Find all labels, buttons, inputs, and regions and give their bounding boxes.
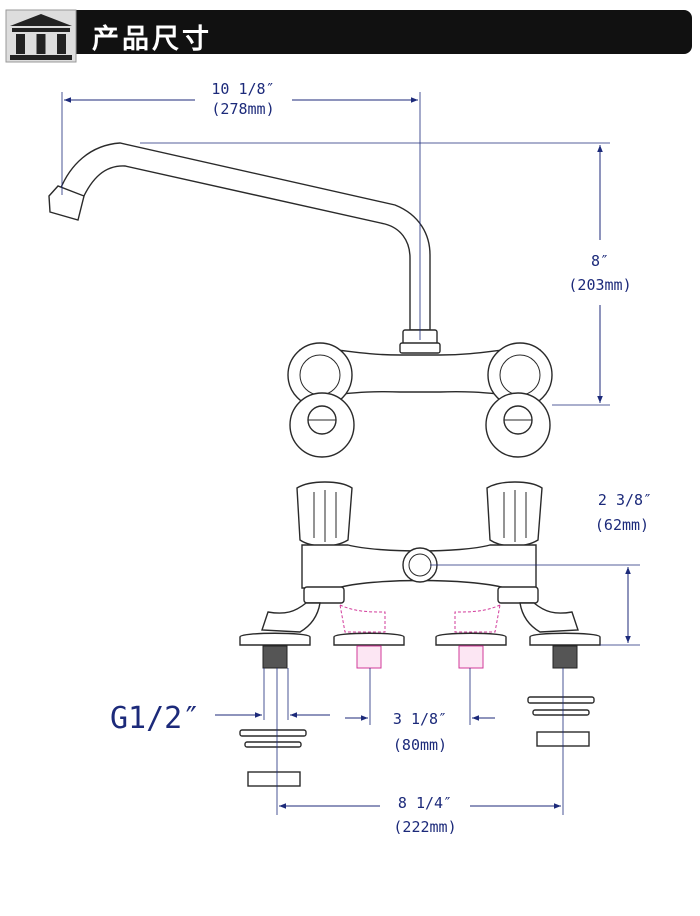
section-header: 产品尺寸 <box>0 8 700 66</box>
thread-label: G1/2″ <box>110 701 200 736</box>
building-columns-icon <box>5 9 77 63</box>
page-title: 产品尺寸 <box>92 24 212 55</box>
right-alt-thread <box>458 645 484 669</box>
min-center-inch: 3 1/8″ <box>393 710 447 728</box>
spout-tube <box>59 142 431 331</box>
left-cover-plate <box>239 632 311 646</box>
max-center-inch: 8 1/4″ <box>398 794 452 812</box>
left-thread <box>262 645 288 669</box>
body-height-dimension: 2 3/8″ (62mm) <box>430 491 652 646</box>
thread-dimension: G1/2″ <box>110 668 330 736</box>
spout-aerator <box>48 185 85 221</box>
spout-reach-mm: (278mm) <box>211 100 274 118</box>
header-bar-background <box>70 10 692 54</box>
top-view-faucet <box>48 142 553 458</box>
min-center-mm: (80mm) <box>393 736 447 754</box>
right-cover-plate <box>529 632 601 646</box>
spout-reach-dimension: 10 1/8″ (278mm) <box>61 80 421 340</box>
spout-reach-inch: 10 1/8″ <box>211 80 274 98</box>
spout-height-mm: (203mm) <box>568 276 631 294</box>
body-height-mm: (62mm) <box>595 516 649 534</box>
max-center-mm: (222mm) <box>393 818 456 836</box>
body-height-inch: 2 3/8″ <box>598 491 652 509</box>
max-center-dimension: 8 1/4″ (222mm) <box>276 668 564 836</box>
spout-height-dimension: 8″ (203mm) <box>140 142 632 406</box>
min-center-dimension: 3 1/8″ (80mm) <box>345 668 495 754</box>
left-alt-thread <box>356 645 382 669</box>
spout-height-inch: 8″ <box>591 252 609 270</box>
right-thread <box>552 645 578 669</box>
front-view-faucet <box>239 481 601 787</box>
